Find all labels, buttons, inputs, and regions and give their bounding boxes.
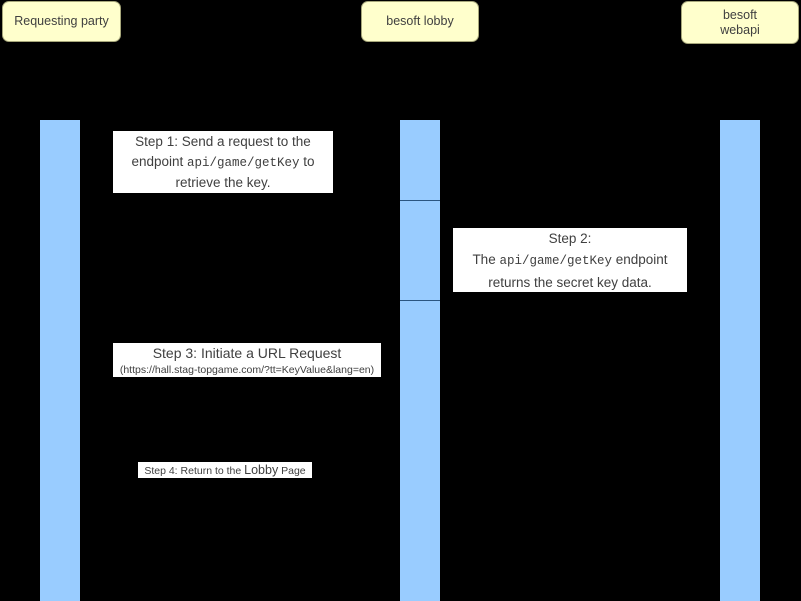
message-line-1: Step 2: (548, 230, 592, 246)
participant-besoft-lobby[interactable]: besoft lobby (361, 1, 479, 42)
participant-label: besoft lobby (386, 14, 454, 28)
participant-label: Requesting party (14, 14, 109, 28)
message-line-2-code: api/game/getKey (187, 155, 300, 170)
message-line-2-prefix: endpoint (131, 153, 187, 169)
message-label-step4[interactable]: Step 4: Return to the Lobby Page (138, 462, 312, 478)
message-label-step1[interactable]: Step 1: Send a request to the endpoint a… (113, 131, 333, 193)
participant-label: besoft webapi (720, 7, 760, 37)
message-line-2-code: api/game/getKey (499, 253, 612, 268)
message-label-step2[interactable]: Step 2: The api/game/getKey endpoint ret… (453, 228, 687, 292)
message-line-1: Step 4: Return to the Lobby Page (138, 463, 312, 478)
message-line-2: endpoint api/game/getKey to (113, 152, 333, 173)
message-line-2: The api/game/getKey endpoint (453, 249, 687, 272)
message-line-3: returns the secret key data. (488, 274, 652, 290)
message-text-suffix: Page (278, 464, 306, 477)
lifeline-activation-requesting-party (40, 120, 80, 601)
message-label-step3[interactable]: Step 3: Initiate a URL Request (https://… (113, 343, 381, 377)
message-title: Step 3: Initiate a URL Request (152, 344, 342, 361)
message-line-2-prefix: The (472, 251, 500, 267)
message-url: (https://hall.stag-topgame.com/?tt=KeyVa… (119, 363, 375, 376)
participant-besoft-webapi[interactable]: besoft webapi (681, 1, 799, 44)
activation-segment-divider (400, 200, 440, 201)
message-line-3: retrieve the key. (175, 174, 271, 190)
message-text-emphasis: Lobby (244, 462, 279, 477)
message-text-prefix: Step 4: Return to the (144, 464, 245, 477)
lifeline-activation-besoft-lobby (400, 120, 440, 601)
lifeline-activation-besoft-webapi (720, 120, 760, 601)
participant-requesting-party[interactable]: Requesting party (2, 1, 121, 42)
message-line-1: Step 1: Send a request to the (135, 133, 311, 149)
message-line-2-suffix: to (299, 153, 315, 169)
activation-segment-divider (400, 300, 440, 301)
message-line-2-suffix: endpoint (611, 251, 668, 267)
